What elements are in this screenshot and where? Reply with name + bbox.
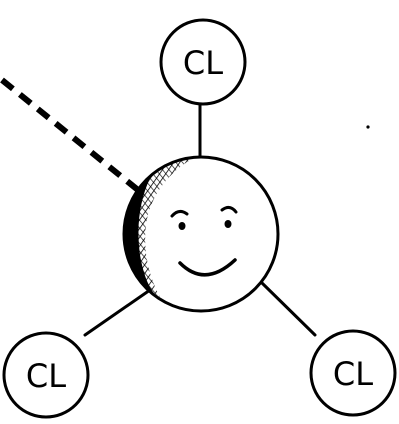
atom-label-top: CL xyxy=(183,44,223,82)
atom-cl-top: CL xyxy=(159,18,247,106)
right-eyebrow xyxy=(220,205,238,214)
atom-cl-bottom-right: CL xyxy=(309,329,397,417)
bond-bottom-right xyxy=(260,281,317,337)
speck xyxy=(366,125,370,129)
left-eye xyxy=(178,222,186,230)
right-eye xyxy=(224,220,232,228)
smile-mouth xyxy=(178,258,237,277)
central-atom xyxy=(122,155,280,313)
central-atom-shading xyxy=(124,157,196,298)
smiley-face xyxy=(170,205,238,277)
left-eyebrow xyxy=(170,209,189,218)
atom-label-bottom-left: CL xyxy=(26,357,66,395)
atom-cl-bottom-left: CL xyxy=(2,331,90,419)
atom-label-bottom-right: CL xyxy=(333,355,373,393)
dashed-bond xyxy=(0,77,140,193)
bond-bottom-left xyxy=(83,288,152,337)
